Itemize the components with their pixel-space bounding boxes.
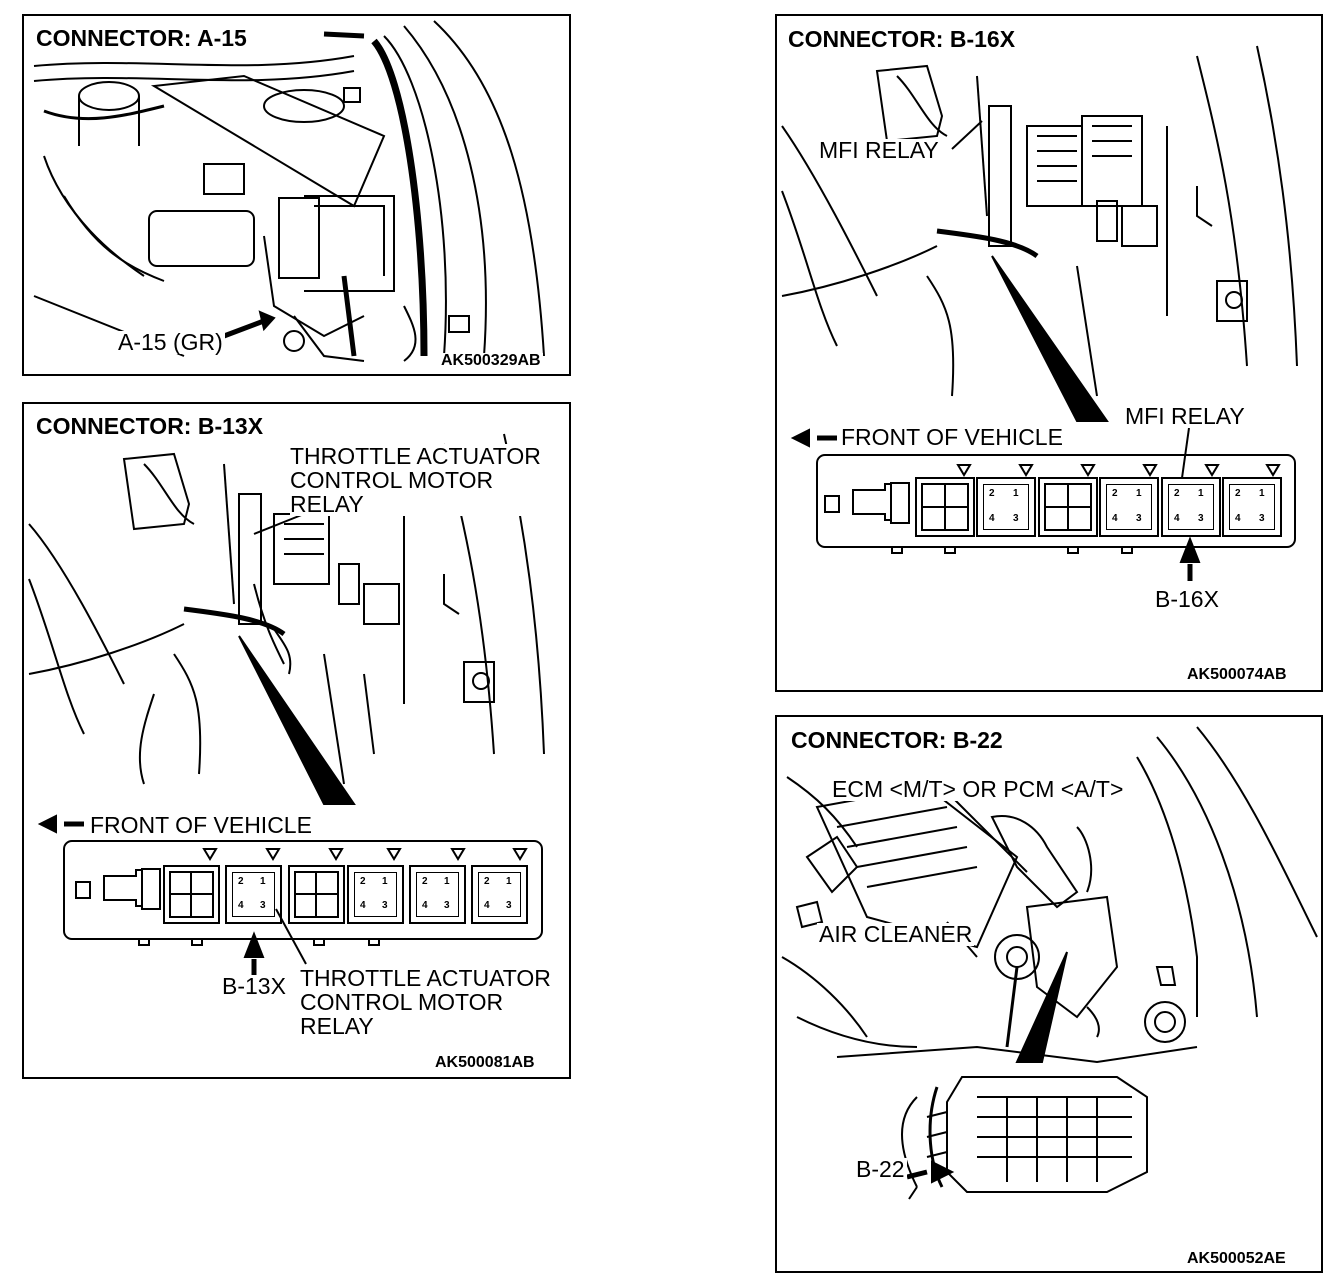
front-of-vehicle-label: FRONT OF VEHICLE bbox=[88, 812, 314, 838]
relay-pin-grid: 2 1 4 3 bbox=[1162, 478, 1220, 536]
pin-4: 4 bbox=[1174, 513, 1180, 524]
pin-3: 3 bbox=[260, 900, 266, 911]
figure-code: AK500081AB bbox=[433, 1054, 537, 1071]
pin-1: 1 bbox=[1013, 488, 1019, 499]
relay-label-bottom: THROTTLE ACTUATOR CONTROL MOTOR RELAY bbox=[300, 965, 551, 1039]
figure-code: AK500052AE bbox=[1185, 1250, 1288, 1267]
pin-3: 3 bbox=[506, 900, 512, 911]
pin-2: 2 bbox=[1235, 488, 1241, 499]
ecm-pcm-label: ECM <M/T> OR PCM <A/T> bbox=[830, 776, 1126, 802]
engine-bay-illustration-b22 bbox=[781, 726, 1318, 1200]
pin-2: 2 bbox=[484, 876, 490, 887]
relay-label-top: MFI RELAY bbox=[817, 137, 941, 163]
connector-label: B-16X bbox=[1153, 586, 1221, 612]
pin-3: 3 bbox=[1198, 513, 1204, 524]
pin-2: 2 bbox=[422, 876, 428, 887]
panel-title: CONNECTOR: B-22 bbox=[788, 728, 1006, 753]
panel-connector-b22: CONNECTOR: B-22 ECM <M/T> OR PCM <A/T> A… bbox=[775, 715, 1323, 1273]
engine-bay-illustration-b16x bbox=[781, 45, 1298, 581]
pin-2: 2 bbox=[238, 876, 244, 887]
panel-connector-b13x: CONNECTOR: B-13X THROTTLE ACTUATOR CONTR… bbox=[22, 402, 571, 1079]
pin-1: 1 bbox=[506, 876, 512, 887]
pin-1: 1 bbox=[382, 876, 388, 887]
pin-2: 2 bbox=[1112, 488, 1118, 499]
pin-4: 4 bbox=[422, 900, 428, 911]
relay-label-detail: MFI RELAY bbox=[1123, 403, 1247, 429]
connector-label: B-13X bbox=[220, 973, 288, 999]
relay-pin-grid: 2 1 4 3 bbox=[226, 866, 281, 923]
panel-connector-b16x: CONNECTOR: B-16X MFI RELAY MFI RELAY FRO… bbox=[775, 14, 1323, 692]
pin-1: 1 bbox=[1136, 488, 1142, 499]
figure-code: AK500329AB bbox=[439, 352, 543, 369]
pin-3: 3 bbox=[1259, 513, 1265, 524]
pin-1: 1 bbox=[444, 876, 450, 887]
pin-2: 2 bbox=[360, 876, 366, 887]
engine-bay-illustration-a15 bbox=[33, 20, 545, 362]
pin-2: 2 bbox=[989, 488, 995, 499]
pin-4: 4 bbox=[360, 900, 366, 911]
pin-4: 4 bbox=[1235, 513, 1241, 524]
relay-pin-grid: 2 1 4 3 bbox=[1223, 478, 1281, 536]
pin-4: 4 bbox=[1112, 513, 1118, 524]
pin-1: 1 bbox=[1198, 488, 1204, 499]
pin-3: 3 bbox=[1136, 513, 1142, 524]
figure-code: AK500074AB bbox=[1185, 666, 1289, 683]
front-of-vehicle-label: FRONT OF VEHICLE bbox=[839, 424, 1065, 450]
panel-title: CONNECTOR: A-15 bbox=[33, 26, 250, 51]
relay-pin-grid: 2 1 4 3 bbox=[348, 866, 403, 923]
relay-pin-grid: 2 1 4 3 bbox=[472, 866, 527, 923]
panel-title: CONNECTOR: B-13X bbox=[33, 414, 267, 439]
relay-pin-grid: 2 1 4 3 bbox=[1100, 478, 1158, 536]
pin-2: 2 bbox=[1174, 488, 1180, 499]
panel-title: CONNECTOR: B-16X bbox=[785, 27, 1019, 52]
connector-label: A-15 (GR) bbox=[116, 329, 225, 355]
relay-label-top: THROTTLE ACTUATOR CONTROL MOTOR RELAY bbox=[290, 443, 541, 517]
pin-4: 4 bbox=[484, 900, 490, 911]
pin-3: 3 bbox=[1013, 513, 1019, 524]
relay-pin-grid: 2 1 4 3 bbox=[410, 866, 465, 923]
air-cleaner-label: AIR CLEANER bbox=[817, 921, 975, 947]
pin-1: 1 bbox=[1259, 488, 1265, 499]
relay-pin-grid: 2 1 4 3 bbox=[977, 478, 1035, 536]
pin-4: 4 bbox=[989, 513, 995, 524]
panel-connector-a15: CONNECTOR: A-15 A-15 (GR) AK500329AB bbox=[22, 14, 571, 376]
connector-label: B-22 bbox=[854, 1156, 907, 1182]
pin-4: 4 bbox=[238, 900, 244, 911]
pin-3: 3 bbox=[444, 900, 450, 911]
pin-3: 3 bbox=[382, 900, 388, 911]
pin-1: 1 bbox=[260, 876, 266, 887]
